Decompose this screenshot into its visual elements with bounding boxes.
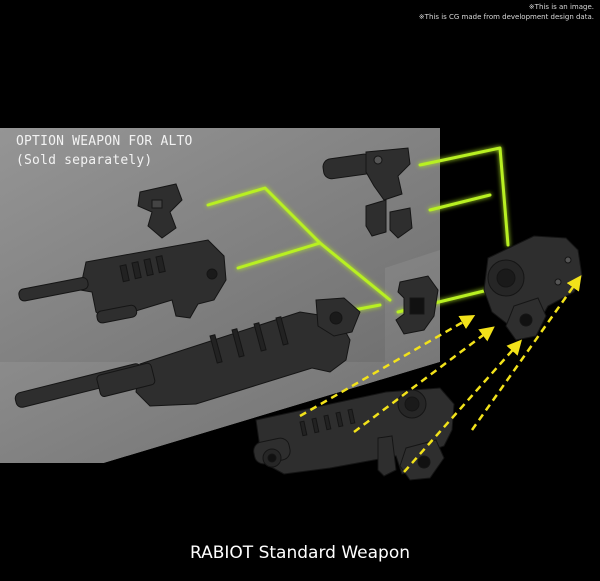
muzzle-part	[322, 147, 411, 201]
grip-bracket-part	[365, 199, 413, 239]
heavy-cannon	[14, 297, 361, 408]
assembly-arrows	[299, 275, 582, 473]
option-panel-title: OPTION WEAPON FOR ALTO	[16, 134, 193, 149]
option-panel-subtitle: (Sold separately)	[16, 153, 153, 168]
small-adapter-part	[137, 183, 183, 239]
receiver-assembly	[483, 235, 583, 341]
clamp-part	[395, 275, 439, 335]
long-barrel-rifle	[18, 239, 227, 324]
option-panel-heading: OPTION WEAPON FOR ALTO (Sold separately)	[16, 132, 193, 170]
disclaimer-notes: ※This is an image. ※This is CG made from…	[419, 2, 594, 22]
option-panel-lower	[0, 250, 440, 463]
product-caption: RABIOT Standard Weapon	[190, 543, 410, 563]
disclaimer-line-1: ※This is an image.	[528, 3, 594, 11]
disclaimer-line-2: ※This is CG made from development design…	[418, 13, 594, 21]
